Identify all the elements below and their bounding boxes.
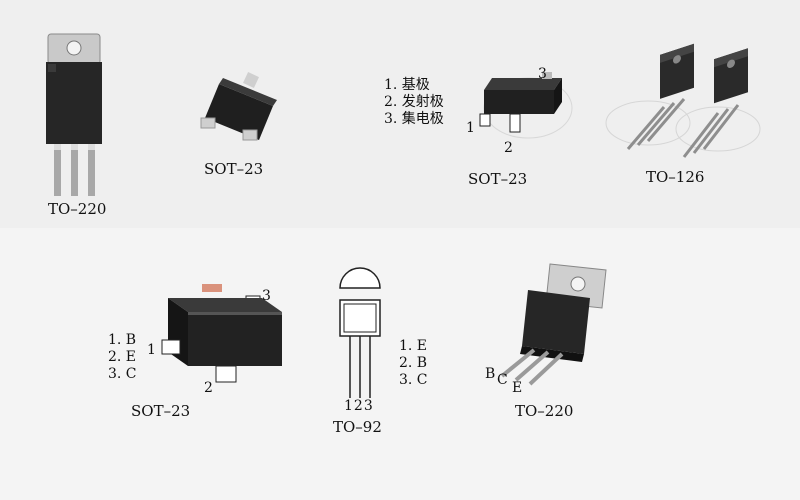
- pin-label-b: B: [485, 366, 496, 382]
- sot23-package-image-top: [200, 72, 277, 141]
- to92-pin-numbers: 123: [344, 398, 374, 414]
- legend-item-e: 2. E: [108, 349, 137, 365]
- to220-package-image-bottom: [500, 263, 607, 386]
- legend-item-c: 3. C: [399, 372, 428, 388]
- to220-caption-top: TO–220: [48, 200, 107, 218]
- legend-item-c: 3. C: [108, 366, 137, 382]
- legend-item-e: 1. E: [399, 338, 428, 354]
- pin-label-c: C: [497, 372, 508, 388]
- to220-package-image-top: [46, 33, 102, 196]
- to220-caption-bottom: TO–220: [515, 402, 574, 420]
- top-panel: [0, 0, 800, 228]
- to92-caption: TO–92: [333, 418, 382, 436]
- sot23-caption-cn: SOT–23: [468, 170, 528, 188]
- pin-label-1: 1: [466, 120, 475, 136]
- sot23-pin-legend: 1. B 2. E 3. C: [108, 332, 137, 383]
- sot23-caption-bottom: SOT–23: [131, 402, 191, 420]
- legend-item-b: 2. B: [399, 355, 428, 371]
- to126-package-image: [605, 43, 761, 158]
- legend-item-2: 2. 发射极: [384, 94, 444, 110]
- bottom-panel: [0, 228, 800, 500]
- pin-label-3-bottom: 3: [262, 288, 271, 304]
- legend-item-1: 1. 基极: [384, 77, 430, 93]
- pin-label-e: E: [512, 380, 523, 396]
- to126-caption: TO–126: [646, 168, 705, 186]
- sot23-pin-legend-cn: 1. 基极 2. 发射极 3. 集电极: [384, 77, 444, 128]
- legend-item-3: 3. 集电极: [384, 111, 444, 127]
- legend-item-b: 1. B: [108, 332, 137, 348]
- to92-package-image: [339, 267, 381, 398]
- sot23-package-image-pinout-cn: [479, 72, 573, 139]
- pin-label-2: 2: [504, 140, 513, 156]
- sot23-package-image-bottom: [161, 284, 282, 383]
- sot23-caption-top: SOT–23: [204, 160, 264, 178]
- pin-label-1-bottom: 1: [147, 342, 156, 358]
- pin-label-3: 3: [538, 66, 547, 82]
- pin-label-2-bottom: 2: [204, 380, 213, 396]
- to92-pin-legend: 1. E 2. B 3. C: [399, 338, 428, 389]
